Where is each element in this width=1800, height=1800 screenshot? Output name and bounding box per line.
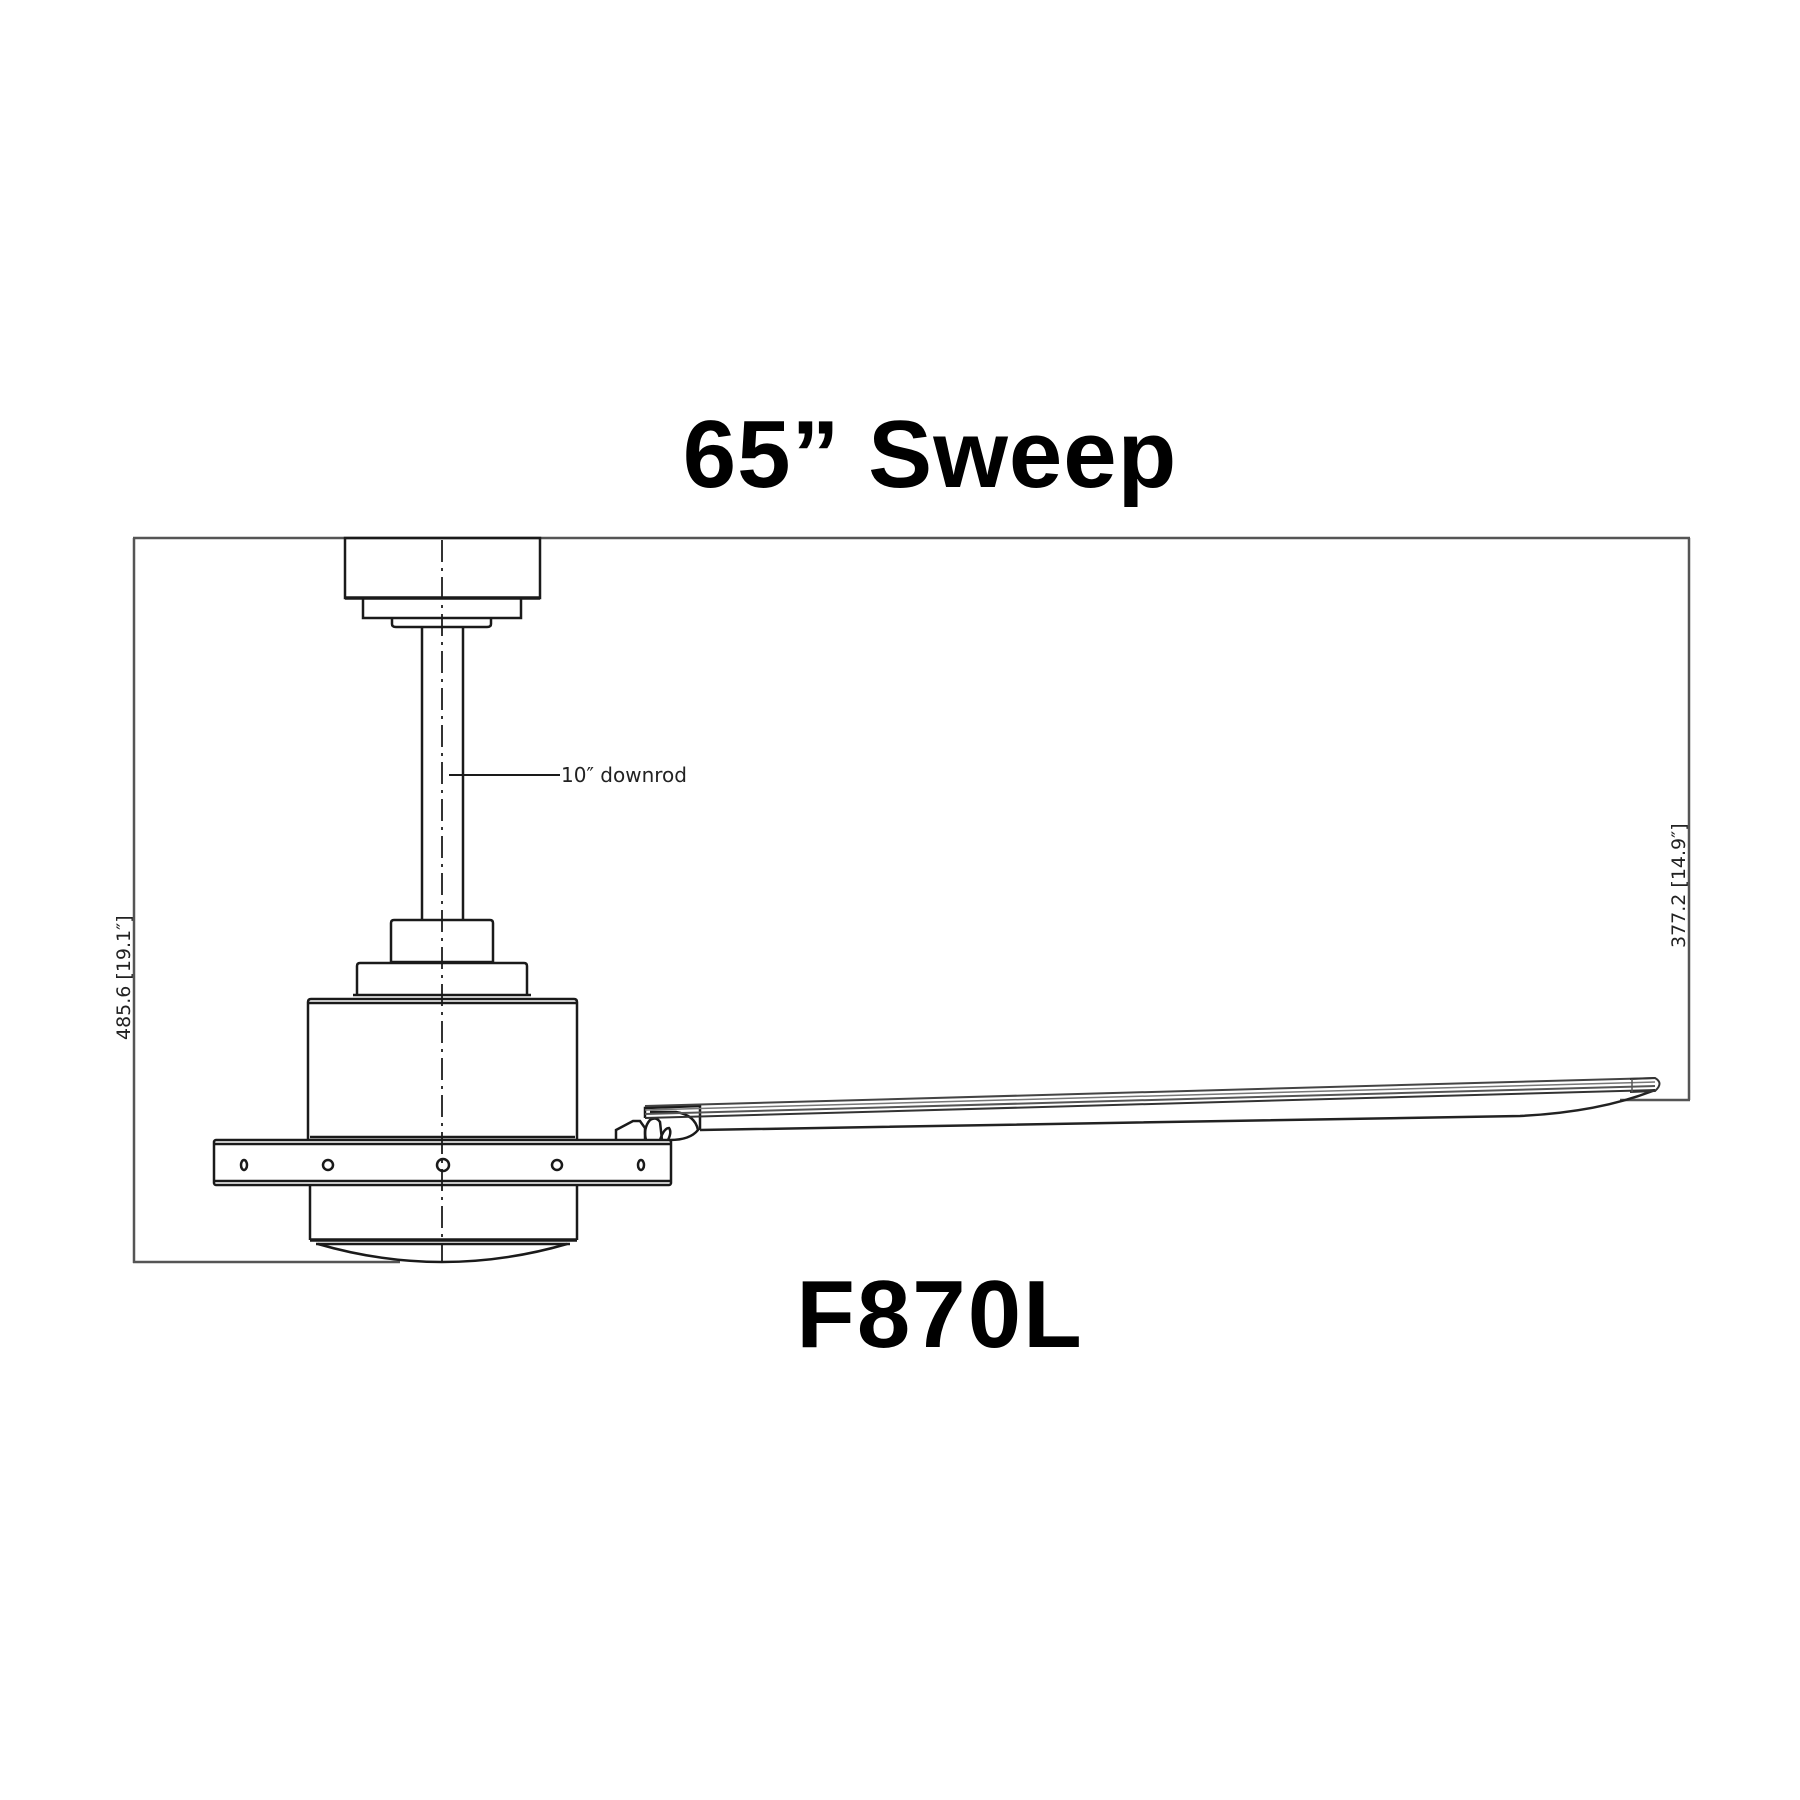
model-title: F870L [0,1260,1800,1370]
canopy-cap [390,618,493,629]
ring-screw [636,1158,646,1172]
canopy-collar [361,596,523,620]
ring-screw [321,1158,335,1172]
blade-bracket-clip [643,1117,664,1141]
blade-ring [212,1138,673,1187]
blade-bracket [614,1119,647,1140]
blade-height-label: 377.2 [14.9″] [1668,823,1690,948]
blade-bracket-clip-2 [658,1126,672,1141]
sweep-title: 65” Sweep [0,400,1800,510]
dimension-lines [132,536,1691,1264]
overall-height-label: 485.6 [19.1″] [113,915,135,1040]
motor-housing [306,997,579,1140]
downrod-coupler [389,918,495,962]
ring-screw [239,1158,249,1172]
fan-blade [644,1076,1661,1132]
light-dome [317,1242,568,1264]
fan-body [212,536,702,1264]
sweep-title-text: 65” Sweep [682,401,1178,508]
ring-screw [550,1158,564,1172]
ring-screw [435,1157,451,1173]
motor-upper-collar [355,961,529,995]
blade-underside [699,1088,1656,1132]
model-number-text: F870L [796,1261,1084,1368]
downrod-label: 10″ downrod [561,763,687,787]
blade-root [643,1104,701,1118]
blade-tip [1629,1076,1661,1093]
